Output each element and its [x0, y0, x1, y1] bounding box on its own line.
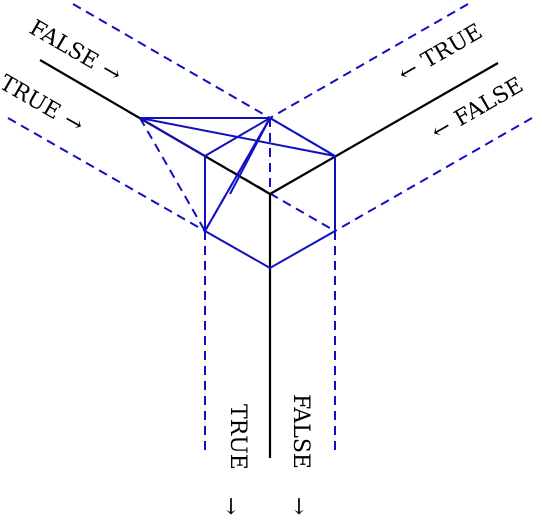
inner-diagonal-a [139, 117, 206, 232]
arrow-bottom-false: ↓ [290, 495, 308, 520]
guide-right-lower [334, 117, 533, 232]
hexagon-outline [139, 117, 336, 270]
solid-right-top [269, 117, 336, 157]
label-top-right-false: ←FALSE [428, 73, 528, 145]
label-bottom-true: TRUE [225, 404, 250, 470]
arrow-bottom-true: ↓ [222, 495, 240, 520]
solid-inner-edge [229, 117, 271, 195]
axis-right [269, 62, 499, 195]
guide-left-lower [7, 117, 206, 232]
guide-left-upper [72, 3, 271, 119]
solid-region [139, 117, 336, 270]
label-bottom-false: FALSE [288, 394, 313, 469]
label-top-left-false: FALSE→ [25, 16, 125, 88]
solid-diagonal-a [139, 117, 206, 157]
guide-right-upper [269, 3, 469, 119]
